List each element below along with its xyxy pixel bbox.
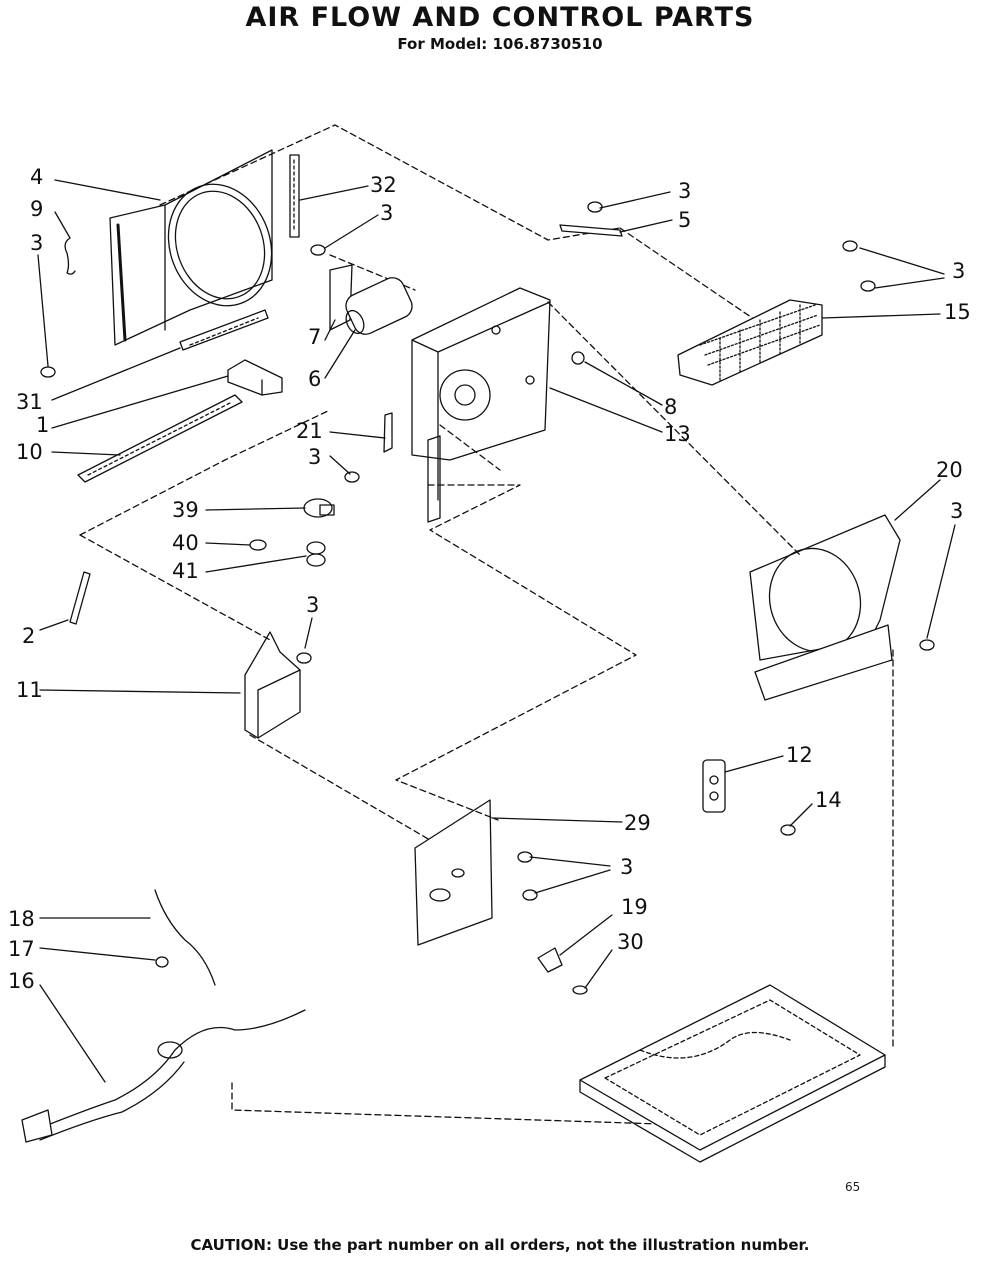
part-16-power-cord xyxy=(21,1009,306,1143)
part-40-screw xyxy=(249,539,267,551)
part-7-capacitor-strap xyxy=(329,264,353,331)
part-13-motor-mount xyxy=(411,287,551,523)
callout-9: 9 xyxy=(30,197,43,221)
callout-7: 7 xyxy=(308,325,321,349)
part-19-thermostat xyxy=(537,947,563,973)
part-31-strip xyxy=(179,309,269,351)
part-10-strip xyxy=(77,394,243,483)
part-12-switch xyxy=(702,759,726,813)
callout-3: 3 xyxy=(380,201,393,225)
callout-13: 13 xyxy=(664,422,691,446)
base-pan xyxy=(579,984,886,1163)
leader-lines xyxy=(37,179,956,1083)
part-41-bushing xyxy=(306,541,326,567)
callout-3: 3 xyxy=(950,499,963,523)
callout-15: 15 xyxy=(944,300,971,324)
part-8-nut xyxy=(571,351,585,365)
part-20-blower-housing xyxy=(749,514,901,701)
callout-16: 16 xyxy=(8,969,35,993)
callout-3: 3 xyxy=(620,855,633,879)
part-11-control-bracket xyxy=(244,631,301,739)
callout-3: 3 xyxy=(30,231,43,255)
callout-5: 5 xyxy=(678,208,691,232)
callout-3: 3 xyxy=(308,445,321,469)
callout-18: 18 xyxy=(8,907,35,931)
part-14-knob xyxy=(780,824,796,836)
assembly-guide-lines xyxy=(79,124,894,1126)
page-code: 65 xyxy=(845,1180,861,1194)
callout-20: 20 xyxy=(936,458,963,482)
callout-3: 3 xyxy=(952,259,965,283)
callout-4: 4 xyxy=(30,165,43,189)
callout-41: 41 xyxy=(172,559,199,583)
part-6-capacitor xyxy=(345,277,413,335)
callout-19: 19 xyxy=(621,895,648,919)
callout-3: 3 xyxy=(678,179,691,203)
callout-31: 31 xyxy=(16,390,43,414)
callout-10: 10 xyxy=(16,440,43,464)
model-subtitle: For Model: 106.8730510 xyxy=(397,35,603,53)
callout-8: 8 xyxy=(664,395,677,419)
part-21-bracket xyxy=(383,412,393,453)
part-32-seal-strip xyxy=(289,154,300,238)
callout-17: 17 xyxy=(8,937,35,961)
fastener-screws xyxy=(40,201,935,901)
part-18-wire xyxy=(154,889,216,986)
part-5-bracket xyxy=(559,224,623,237)
callout-3: 3 xyxy=(306,593,319,617)
callout-2: 2 xyxy=(22,624,35,648)
part-4-fan-shroud xyxy=(109,149,273,346)
caution-note: CAUTION: Use the part number on all orde… xyxy=(190,1236,810,1254)
callout-14: 14 xyxy=(815,788,842,812)
callout-40: 40 xyxy=(172,531,199,555)
callout-21: 21 xyxy=(296,419,323,443)
part-29-control-panel xyxy=(414,799,493,946)
callout-32: 32 xyxy=(370,173,397,197)
page-title: AIR FLOW AND CONTROL PARTS xyxy=(245,2,755,33)
part-30-screw xyxy=(572,985,588,995)
part-39-clamp xyxy=(303,498,335,518)
callout-labels: 4 9 3 31 1 10 32 3 7 6 3 5 3 15 8 13 21 … xyxy=(8,165,971,993)
part-17-connector xyxy=(155,956,169,968)
callout-1: 1 xyxy=(36,413,49,437)
callout-6: 6 xyxy=(308,367,321,391)
part-9-clip xyxy=(64,237,76,275)
callout-30: 30 xyxy=(617,930,644,954)
callout-11: 11 xyxy=(16,678,43,702)
part-1-bracket xyxy=(227,359,283,396)
part-2-tube xyxy=(69,571,91,625)
callout-29: 29 xyxy=(624,811,651,835)
part-15-filter xyxy=(677,299,823,386)
callout-39: 39 xyxy=(172,498,199,522)
callout-12: 12 xyxy=(786,743,813,767)
